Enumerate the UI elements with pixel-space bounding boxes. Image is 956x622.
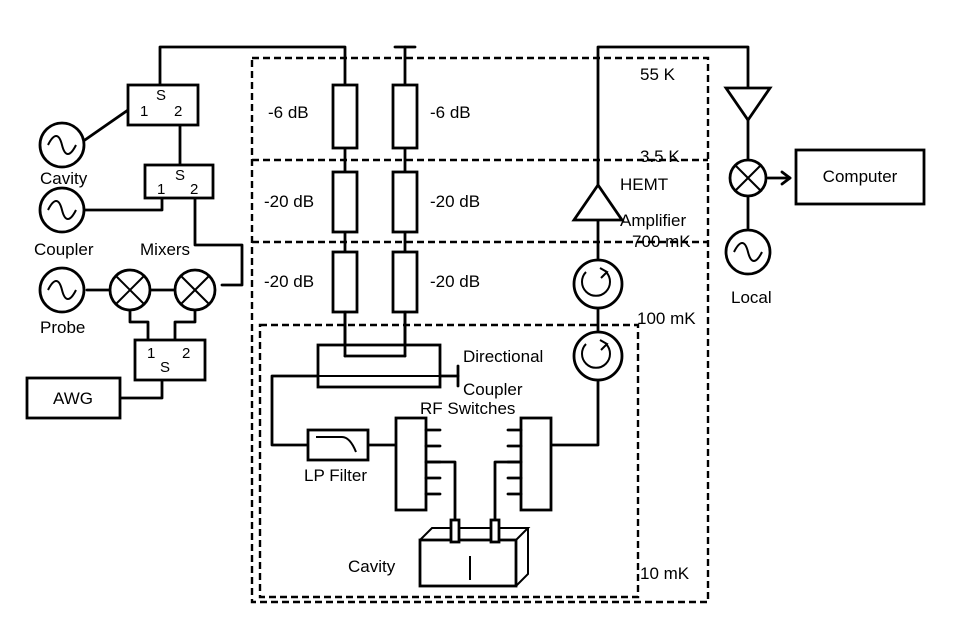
local-label: Local [731,288,772,307]
stage-label-55k: 55 K [640,65,676,84]
stage-55k-boundary [250,56,710,604]
stage-label-100mk: 100 mK [637,309,696,328]
iq-mixer-icon [728,158,768,198]
attenuator-label-20db-right-1: -20 dB [430,192,480,211]
splitter-3-port-2: 2 [182,345,190,362]
amplifier-label: Amplifier [620,211,686,230]
rf-switch-left [394,416,442,512]
awg-label: AWG [53,389,93,408]
local-oscillator-icon [724,228,772,276]
attenuator-right-20db-2 [391,250,419,314]
directional-coupler-label-1: Directional [463,347,543,366]
coupler-source-label: Coupler [34,240,94,259]
splitter-3-symbol: S [160,359,170,376]
mixers-label: Mixers [140,240,190,259]
stage-10mk-boundary [258,323,640,599]
probe-source-label: Probe [40,318,85,337]
cavity-source-label: Cavity [40,169,88,188]
circulator-lower [572,330,624,382]
attenuator-label-6db-left: -6 dB [268,103,309,122]
computer-box [794,148,926,206]
cavity-device-label: Cavity [348,557,396,576]
attenuator-label-6db-right: -6 dB [430,103,471,122]
mixer-right-icon [173,268,217,312]
attenuator-right-6db [391,83,419,150]
mixer-left-icon [108,268,152,312]
lp-filter [306,428,370,462]
splitter-1-symbol: S [156,87,166,104]
circulator-upper [572,258,624,310]
stage-label-700mk: 700 mK [632,232,691,251]
attenuator-left-20db-1 [331,170,359,234]
attenuator-label-20db-left-2: -20 dB [264,272,314,291]
attenuator-label-20db-left-1: -20 dB [264,192,314,211]
lp-filter-label: LP Filter [304,466,367,485]
attenuator-left-20db-2 [331,250,359,314]
splitter-1-port-2: 2 [174,103,182,120]
temperature-stages [250,56,710,604]
coupler-source-icon [38,186,86,234]
wiring [80,45,792,524]
splitter-2-port-2: 2 [190,181,198,198]
hemt-label: HEMT [620,175,668,194]
stage-label-10mk: 10 mK [640,564,690,583]
attenuator-right-20db-1 [391,170,419,234]
rf-switch-right [506,416,553,512]
splitter-3-port-1: 1 [147,345,155,362]
cavity-source-icon [38,121,86,169]
directional-coupler-label-2: Coupler [463,380,523,399]
hemt-amplifier-icon [571,182,625,222]
splitter-1-port-1: 1 [140,103,148,120]
splitter-1 [126,83,200,127]
room-temp-amplifier-icon [723,86,773,123]
splitter-2 [143,163,215,200]
splitter-3 [133,338,207,382]
cavity-device [418,518,531,588]
stage-label-3-5k: 3.5 K [640,147,680,166]
computer-label: Computer [823,167,898,186]
attenuator-left-6db [331,83,359,150]
awg-box [25,376,122,420]
splitter-2-port-1: 1 [157,181,165,198]
rf-switches-label: RF Switches [420,399,515,418]
attenuator-label-20db-right-2: -20 dB [430,272,480,291]
directional-coupler [316,310,442,389]
splitter-2-symbol: S [175,167,185,184]
probe-source-icon [38,266,86,314]
